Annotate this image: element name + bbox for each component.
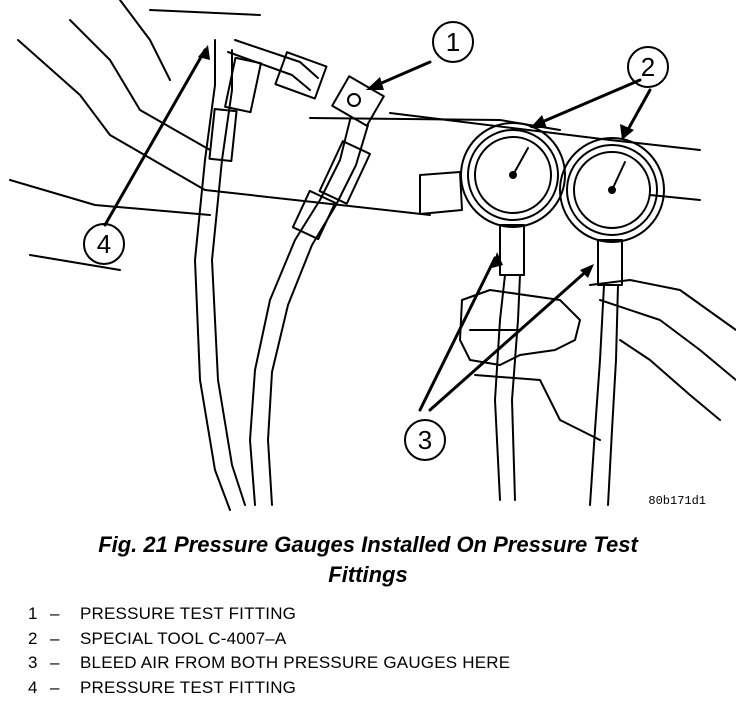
engine-structure [9,0,701,271]
legend-item: 4–PRESSURE TEST FITTING [28,676,510,701]
caption-line-1: Fig. 21 Pressure Gauges Installed On Pre… [98,532,638,557]
gauge-right [559,137,665,506]
legend-dash: – [50,653,60,672]
legend-dash: – [50,628,60,648]
legend-item: 1– PRESSURE TEST FITTING [28,602,510,627]
legend-item: 3– BLEED AIR FROM BOTH PRESSURE GAUGES HE… [28,651,510,676]
figure-code: 80b171d1 [648,494,706,508]
legend-dash: – [50,604,60,623]
callout-circle-3 [404,419,446,461]
callout-label-1: 1 [446,27,460,57]
legend-number: 4 [28,677,38,697]
callout-label-3: 3 [418,425,432,455]
legend-text: PRESSURE TEST FITTING [80,604,297,623]
hose-middle [249,75,385,506]
figure-caption: Fig. 21 Pressure Gauges Installed On Pre… [0,530,736,590]
hands [459,279,736,441]
caption-line-2: Fittings [328,562,408,587]
leader-arrows [103,48,652,412]
arrowheads [198,45,634,278]
legend-number: 2 [28,628,38,648]
pressure-gauge-diagram: 1 2 3 4 80b171d1 [9,0,736,511]
callout-label-4: 4 [97,229,111,259]
legend-item: 2–SPECIAL TOOL C-4007–A [28,627,510,652]
hose-left [194,39,328,511]
callout-label-2: 2 [641,52,655,82]
legend-text: BLEED AIR FROM BOTH PRESSURE GAUGES HERE [80,653,511,672]
legend-text: PRESSURE TEST FITTING [80,677,297,697]
callout-circle-4 [83,223,125,265]
gauge-left [460,122,566,501]
legend-number: 1 [28,604,38,623]
legend-list: 1–PRESSURE TEST FITTING 2–SPECIAL TOOL C… [28,602,510,700]
legend-text: SPECIAL TOOL C-4007–A [80,628,287,648]
legend-number: 3 [28,653,38,672]
callout-circle-1 [432,21,474,63]
callout-circle-2 [627,46,669,88]
legend-dash: – [50,677,60,697]
